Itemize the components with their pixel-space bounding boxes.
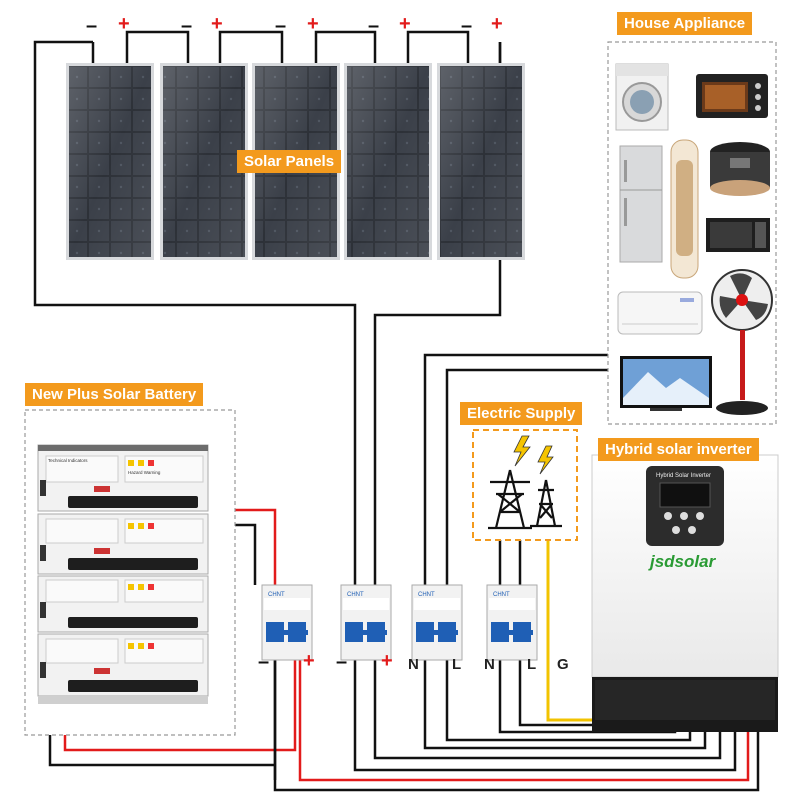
lightning-icon bbox=[513, 435, 554, 475]
grid-wiring bbox=[498, 540, 522, 585]
television-icon bbox=[620, 356, 712, 411]
electric-supply-label: Electric Supply bbox=[460, 402, 583, 425]
air-conditioner-icon bbox=[617, 291, 703, 335]
electric-supply-box bbox=[472, 429, 578, 541]
toaster-oven-icon bbox=[696, 74, 768, 118]
panel-negative-marker: – bbox=[86, 15, 98, 37]
output-live-label: L bbox=[452, 656, 462, 673]
breaker-brand-label: CHNT bbox=[493, 592, 510, 598]
appliance-wiring bbox=[423, 353, 610, 585]
panel-positive-marker: + bbox=[399, 13, 411, 35]
breaker-brand-label: CHNT bbox=[418, 592, 435, 598]
panel-leads bbox=[91, 42, 502, 64]
solar-breaker-negative: – bbox=[336, 651, 348, 673]
battery-module bbox=[37, 444, 209, 512]
battery-breaker-negative: – bbox=[258, 651, 270, 673]
panel-negative-marker: – bbox=[461, 15, 473, 37]
breaker-brand-label: CHNT bbox=[347, 592, 364, 598]
ac-breaker-output bbox=[411, 584, 463, 661]
battery-module bbox=[37, 575, 209, 633]
power-tower-icon bbox=[488, 469, 562, 530]
inverter-face-label: Hybrid Solar Inverter bbox=[656, 473, 711, 479]
panel-negative-marker: – bbox=[275, 15, 287, 37]
house-appliance-label: House Appliance bbox=[617, 12, 753, 35]
inverter-return-wiring bbox=[273, 660, 760, 792]
dc-breaker-battery bbox=[261, 584, 313, 661]
output-neutral-label: N bbox=[408, 656, 419, 673]
solar-breaker-positive: + bbox=[381, 650, 393, 672]
solar-panel bbox=[66, 63, 154, 260]
ground-wire bbox=[546, 540, 595, 722]
refrigerator-icon bbox=[619, 145, 663, 263]
inverter-label: Hybrid solar inverter bbox=[598, 438, 759, 461]
microwave-icon bbox=[706, 218, 770, 252]
solar-panel bbox=[160, 63, 248, 260]
solar-panel bbox=[437, 63, 525, 260]
breaker-brand-label: CHNT bbox=[268, 592, 285, 598]
battery-module bbox=[37, 633, 209, 697]
grid-live-label: L bbox=[527, 656, 537, 673]
panel-positive-marker: + bbox=[118, 13, 130, 35]
washing-machine-icon bbox=[615, 63, 669, 131]
battery-breaker-positive: + bbox=[303, 650, 315, 672]
solar-panels-label: Solar Panels bbox=[237, 150, 342, 173]
panel-negative-marker: – bbox=[368, 15, 380, 37]
battery-stack bbox=[37, 444, 209, 704]
ac-breaker-grid bbox=[486, 584, 538, 661]
panel-positive-marker: + bbox=[211, 13, 223, 35]
rice-cooker-icon bbox=[710, 142, 770, 196]
battery-module bbox=[37, 513, 209, 575]
stand-fan-icon bbox=[711, 269, 773, 415]
battery-header-left: Technical Indicators bbox=[48, 458, 88, 463]
solar-panel bbox=[344, 63, 432, 260]
solar-panel-array bbox=[66, 63, 525, 260]
inverter-brand-logo: jsdsolar bbox=[650, 552, 716, 571]
panel-negative-marker: – bbox=[181, 15, 193, 37]
air-purifier-icon bbox=[670, 139, 699, 279]
panel-positive-marker: + bbox=[491, 13, 503, 35]
dc-breaker-solar bbox=[340, 584, 392, 661]
battery-header-right: Hazard Warning bbox=[128, 470, 161, 475]
hybrid-inverter bbox=[591, 454, 779, 732]
battery-label: New Plus Solar Battery bbox=[25, 383, 204, 406]
panel-positive-marker: + bbox=[307, 13, 319, 35]
ground-label: G bbox=[557, 656, 569, 673]
grid-neutral-label: N bbox=[484, 656, 495, 673]
